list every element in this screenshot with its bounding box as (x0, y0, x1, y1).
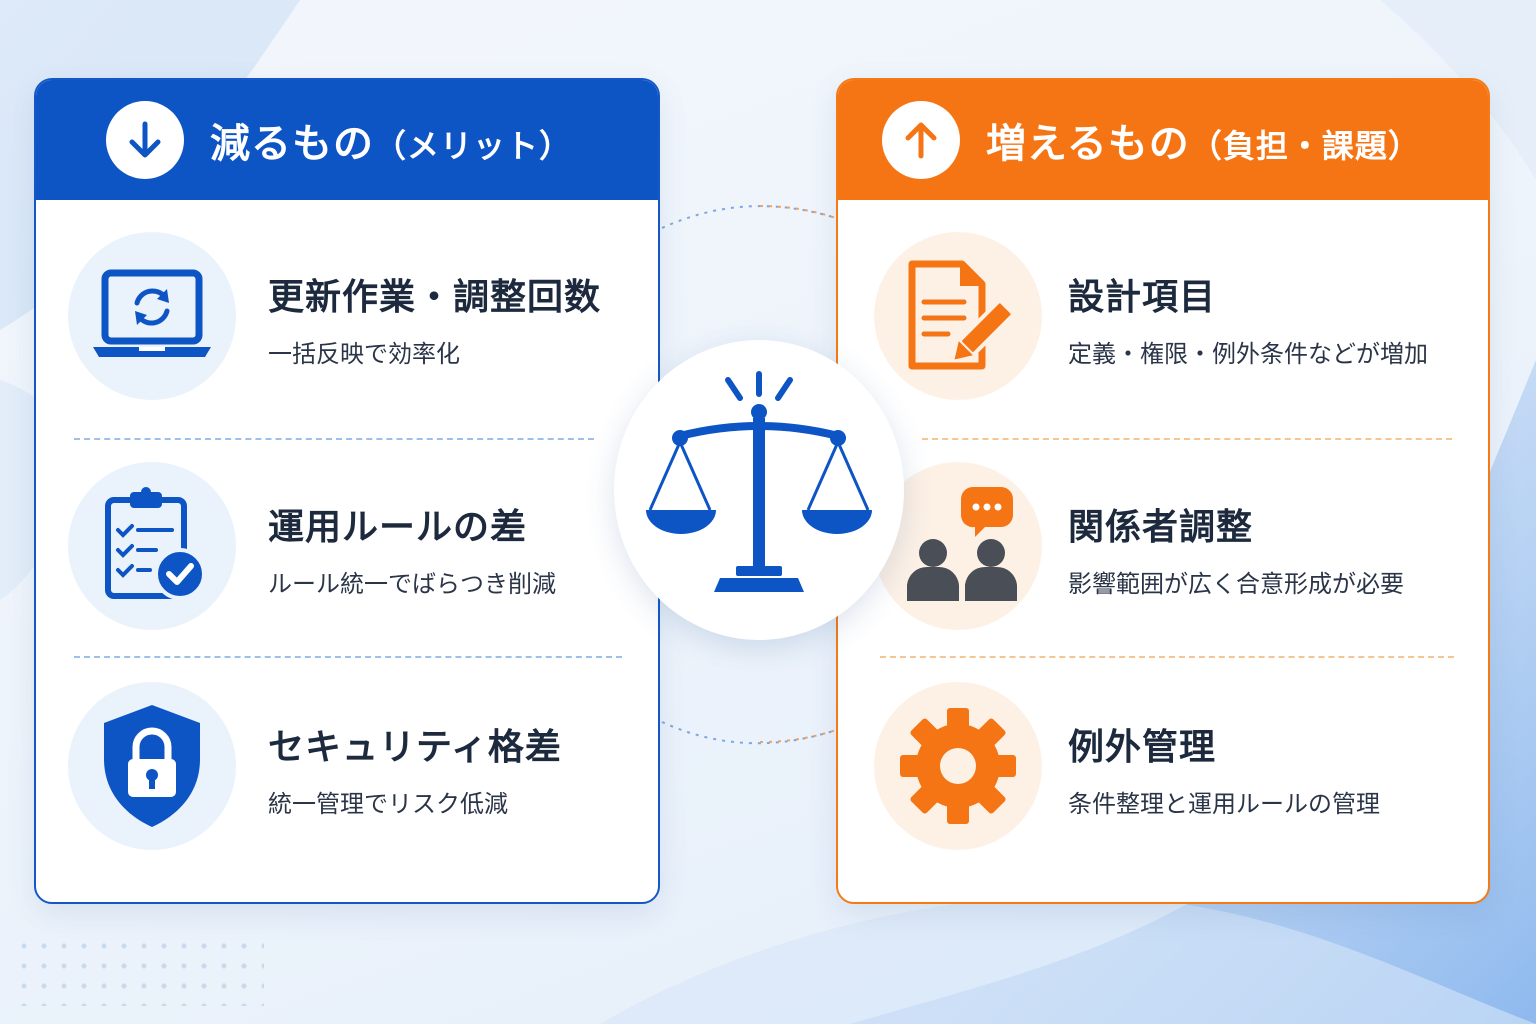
arrow-up-icon (882, 101, 960, 179)
item-desc: 一括反映で効率化 (268, 340, 460, 368)
gear-icon (874, 682, 1042, 850)
burdens-panel-header: 増えるもの（負担・課題） (838, 80, 1488, 200)
list-item: セキュリティ格差 統一管理でリスク低減 (36, 660, 658, 860)
burdens-panel: 増えるもの（負担・課題） 設計項目 定義・権限・例外条件などが増加 (836, 78, 1490, 904)
item-title: 更新作業・調整回数 (268, 277, 602, 318)
arrow-down-icon (106, 101, 184, 179)
balance-scale-icon (646, 371, 872, 592)
item-title: セキュリティ格差 (268, 727, 562, 768)
center-emblem (614, 340, 904, 640)
list-item: 更新作業・調整回数 一括反映で効率化 (36, 210, 658, 410)
list-item: 運用ルールの差 ルール統一でばらつき削減 (36, 440, 658, 640)
item-title: 運用ルールの差 (268, 507, 528, 548)
item-desc: ルール統一でばらつき削減 (268, 570, 556, 598)
benefits-panel: 減るもの（メリット） 更新作業・調整回数 一括反映で効率化 (34, 78, 660, 904)
divider (880, 656, 1454, 658)
burdens-panel-title: 増えるもの（負担・課題） (986, 121, 1421, 167)
item-desc: 統一管理でリスク低減 (268, 790, 508, 818)
shield-lock-icon (68, 682, 236, 850)
divider (74, 656, 622, 658)
item-title: 例外管理 (1068, 727, 1217, 768)
divider (74, 438, 594, 440)
list-item: 設計項目 定義・権限・例外条件などが増加 (838, 210, 1488, 410)
list-item: 関係者調整 影響範囲が広く合意形成が必要 (838, 440, 1488, 640)
laptop-sync-icon (68, 232, 236, 400)
list-item: 例外管理 条件整理と運用ルールの管理 (838, 660, 1488, 860)
dot-pattern (14, 936, 264, 1006)
clipboard-checklist-icon (68, 462, 236, 630)
item-desc: 影響範囲が広く合意形成が必要 (1068, 570, 1404, 598)
item-desc: 定義・権限・例外条件などが増加 (1068, 340, 1428, 368)
divider (922, 438, 1452, 440)
benefits-panel-title: 減るもの（メリット） (210, 121, 573, 167)
benefits-panel-header: 減るもの（メリット） (36, 80, 658, 200)
item-title: 設計項目 (1068, 277, 1217, 318)
item-title: 関係者調整 (1068, 507, 1254, 548)
document-pen-icon (874, 232, 1042, 400)
item-desc: 条件整理と運用ルールの管理 (1068, 790, 1380, 818)
